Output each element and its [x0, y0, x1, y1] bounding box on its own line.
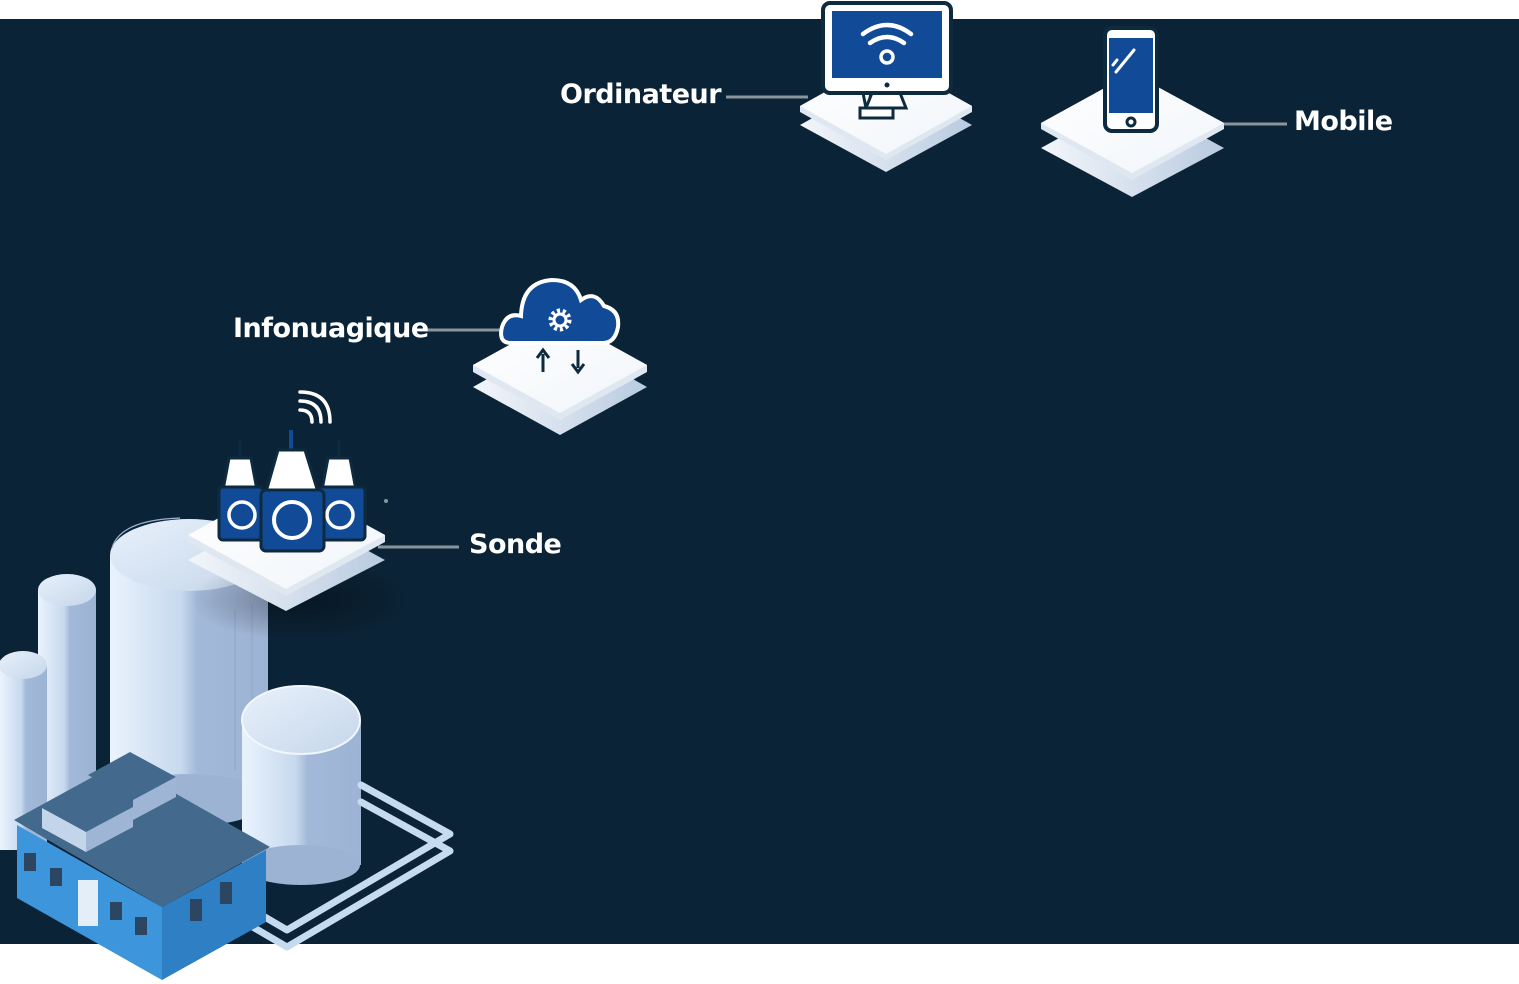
pipes [242, 781, 454, 951]
node-label-mobile: Mobile [1294, 106, 1393, 137]
download-arrow-icon [570, 350, 586, 375]
industrial-building [14, 752, 270, 980]
node-label-sonde: Sonde [469, 529, 562, 560]
decorative-dot [384, 499, 388, 503]
wireless-probe-icon [217, 430, 367, 553]
desktop-wifi-icon [821, 1, 953, 120]
smartphone-icon [1103, 26, 1159, 133]
cloud-gear-icon [499, 277, 621, 345]
node-label-ordinateur: Ordinateur [560, 79, 722, 110]
node-label-infonuagique: Infonuagique [233, 313, 429, 344]
upload-arrow-icon [535, 347, 551, 372]
wifi-signal-icon [298, 390, 332, 424]
